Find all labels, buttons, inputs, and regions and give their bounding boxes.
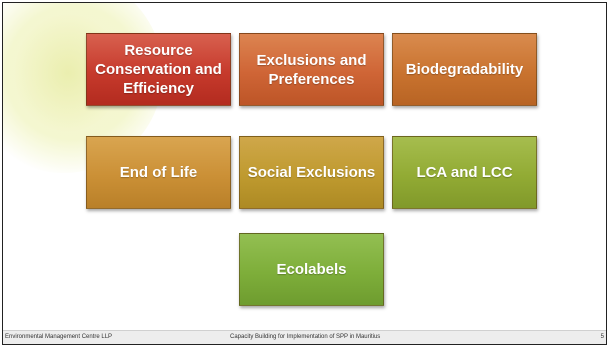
footer-page-number: 5	[600, 334, 604, 340]
tile-label: LCA and LCC	[416, 164, 513, 181]
tile-resource-conservation: Resource Conservation and Efficiency	[86, 33, 231, 106]
footer-organization: Environmental Management Centre LLP	[5, 334, 113, 340]
tile-label: Ecolabels	[276, 261, 347, 278]
slide-footer: Environmental Management Centre LLP Capa…	[3, 330, 606, 344]
tile-exclusions-preferences: Exclusions and Preferences	[239, 33, 384, 106]
tile-label: Biodegradability	[405, 61, 524, 78]
tile-end-of-life: End of Life	[86, 136, 231, 209]
tile-biodegradability: Biodegradability	[392, 33, 537, 106]
tile-social-exclusions: Social Exclusions	[239, 136, 384, 209]
slide: Resource Conservation and Efficiency Exc…	[2, 2, 607, 345]
tile-lca-lcc: LCA and LCC	[392, 136, 537, 209]
tile-label: End of Life	[119, 164, 198, 181]
tile-ecolabels: Ecolabels	[239, 233, 384, 306]
tile-label: Resource Conservation and Efficiency	[95, 42, 222, 97]
tile-label: Exclusions and Preferences	[256, 51, 367, 88]
tile-label: Social Exclusions	[247, 164, 376, 181]
footer-title: Capacity Building for Implementation of …	[230, 334, 381, 340]
